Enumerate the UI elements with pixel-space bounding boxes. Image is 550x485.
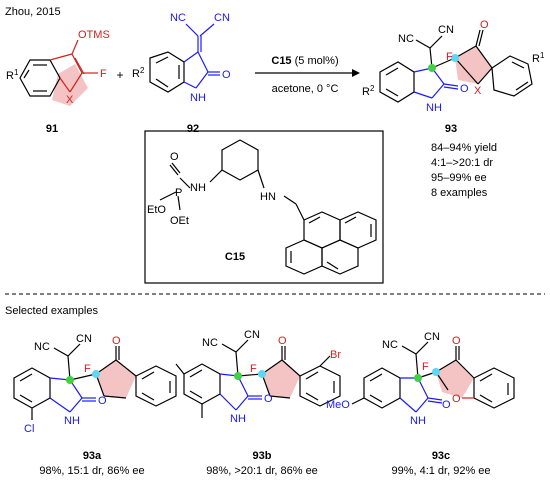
product-fluoro-label: F	[446, 51, 453, 63]
ex-a-nh: NH	[64, 415, 80, 427]
ex-a-o-low: O	[98, 395, 107, 407]
selected-examples-title: Selected examples	[5, 305, 98, 317]
ex-c-o-top: O	[452, 335, 461, 347]
ex-b-f: F	[250, 363, 257, 375]
otms-label: OTMS	[78, 29, 110, 41]
catalyst-box	[144, 130, 384, 284]
source-citation: Zhou, 2015	[5, 6, 61, 18]
product-hetero-label: X	[474, 85, 482, 97]
stereocenter-cyan-icon	[451, 54, 459, 62]
catalyst-c15-label: C15	[225, 251, 245, 263]
ex-a-cl: Cl	[24, 423, 34, 435]
product-93: NC CN F O O X NH R2 R1 93	[362, 19, 545, 135]
compound-93c-label: 93c	[432, 450, 450, 462]
compound-91-label: 91	[46, 123, 58, 135]
example-93b: NC CN F O O NH Br 93b 98%, >20:1 dr, 86%…	[175, 329, 341, 477]
stereocenter-green-icon	[414, 374, 422, 382]
compound-93b-label: 93b	[253, 450, 272, 462]
catalyst-p-label: P	[175, 187, 182, 199]
compound-92-label: 92	[187, 123, 199, 135]
nh-label: NH	[190, 92, 206, 104]
catalyst-nh-label: NH	[190, 182, 206, 194]
reaction-arrow	[255, 69, 360, 77]
ex-b-cn: CN	[244, 329, 260, 341]
example-93c: NC CN F O O O NH MeO 93c 99%, 4:1 dr, 92…	[326, 331, 515, 477]
ex-c-nh: NH	[410, 415, 426, 427]
product-nh-label: NH	[426, 102, 442, 114]
nc-label: NC	[170, 12, 186, 24]
carbonyl-o-label: O	[222, 69, 231, 81]
ex-c-o-ring: O	[452, 393, 461, 405]
catalyst-c15-structure: O P NH EtO OEt HN C15	[147, 139, 377, 275]
r2-substituent: R2	[132, 66, 145, 80]
cn-label: CN	[214, 12, 230, 24]
stereocenter-cyan-icon	[432, 368, 440, 376]
compound-93b-result: 98%, >20:1 dr, 86% ee	[206, 465, 318, 477]
product-carbonyl-top-label: O	[480, 19, 489, 31]
outcome-examples: 8 examples	[431, 187, 488, 199]
ex-a-nc: NC	[34, 341, 50, 353]
ex-a-cn: CN	[76, 333, 92, 345]
compound-93a-label: 93a	[83, 450, 102, 462]
r1-substituent: R1	[6, 68, 19, 82]
reaction-conditions: acetone, 0 °C	[272, 83, 339, 95]
ex-c-o-low: O	[442, 399, 451, 411]
stereocenter-cyan-icon	[92, 370, 100, 378]
ex-b-nc: NC	[202, 337, 218, 349]
catalyst-oet-label: OEt	[170, 215, 189, 227]
ex-a-f: F	[84, 363, 91, 375]
fluoro-label: F	[100, 68, 107, 80]
compound-93a-result: 98%, 15:1 dr, 86% ee	[39, 465, 144, 477]
catalyst-hn-label: HN	[260, 191, 276, 203]
ex-c-nc: NC	[382, 339, 398, 351]
substrate-91: OTMS F X R1 91	[6, 29, 110, 135]
ex-b-o-top: O	[278, 335, 287, 347]
ex-b-br: Br	[330, 349, 341, 361]
ex-c-meo: MeO	[326, 399, 350, 411]
ex-a-o-top: O	[112, 335, 121, 347]
stereocenter-green-icon	[234, 372, 242, 380]
substrate-92: NC CN O NH R2 92	[132, 12, 231, 135]
ex-b-o-low: O	[264, 393, 273, 405]
ex-c-cn: CN	[424, 331, 440, 343]
compound-93-label: 93	[445, 123, 457, 135]
catalyst-loading: C15 (5 mol%)	[271, 55, 338, 67]
product-nc-label: NC	[398, 33, 414, 45]
stereocenter-green-icon	[428, 64, 436, 72]
product-cn-label: CN	[438, 24, 454, 36]
plus-sign: +	[116, 68, 123, 82]
catalyst-eto-label: EtO	[147, 204, 166, 216]
product-r1-substituent: R1	[532, 51, 545, 65]
stereocenter-green-icon	[66, 376, 74, 384]
outcome-ee: 95–99% ee	[431, 172, 487, 184]
outcome-yield: 84–94% yield	[431, 142, 497, 154]
product-r2-substituent: R2	[362, 84, 375, 98]
stereocenter-cyan-icon	[258, 370, 266, 378]
ex-c-f: F	[422, 361, 429, 373]
outcomes-list: 84–94% yield 4:1–>20:1 dr 95–99% ee 8 ex…	[431, 142, 497, 199]
product-carbonyl-low-label: O	[460, 83, 469, 95]
catalyst-o-label: O	[170, 151, 179, 163]
compound-93c-result: 99%, 4:1 dr, 92% ee	[391, 465, 490, 477]
outcome-dr: 4:1–>20:1 dr	[431, 157, 493, 169]
ex-b-nh: NH	[230, 413, 246, 425]
hetero-x-label: X	[66, 94, 74, 106]
example-93a: NC CN F O O NH Cl 93a 98%, 15:1 dr, 86% …	[13, 333, 177, 477]
